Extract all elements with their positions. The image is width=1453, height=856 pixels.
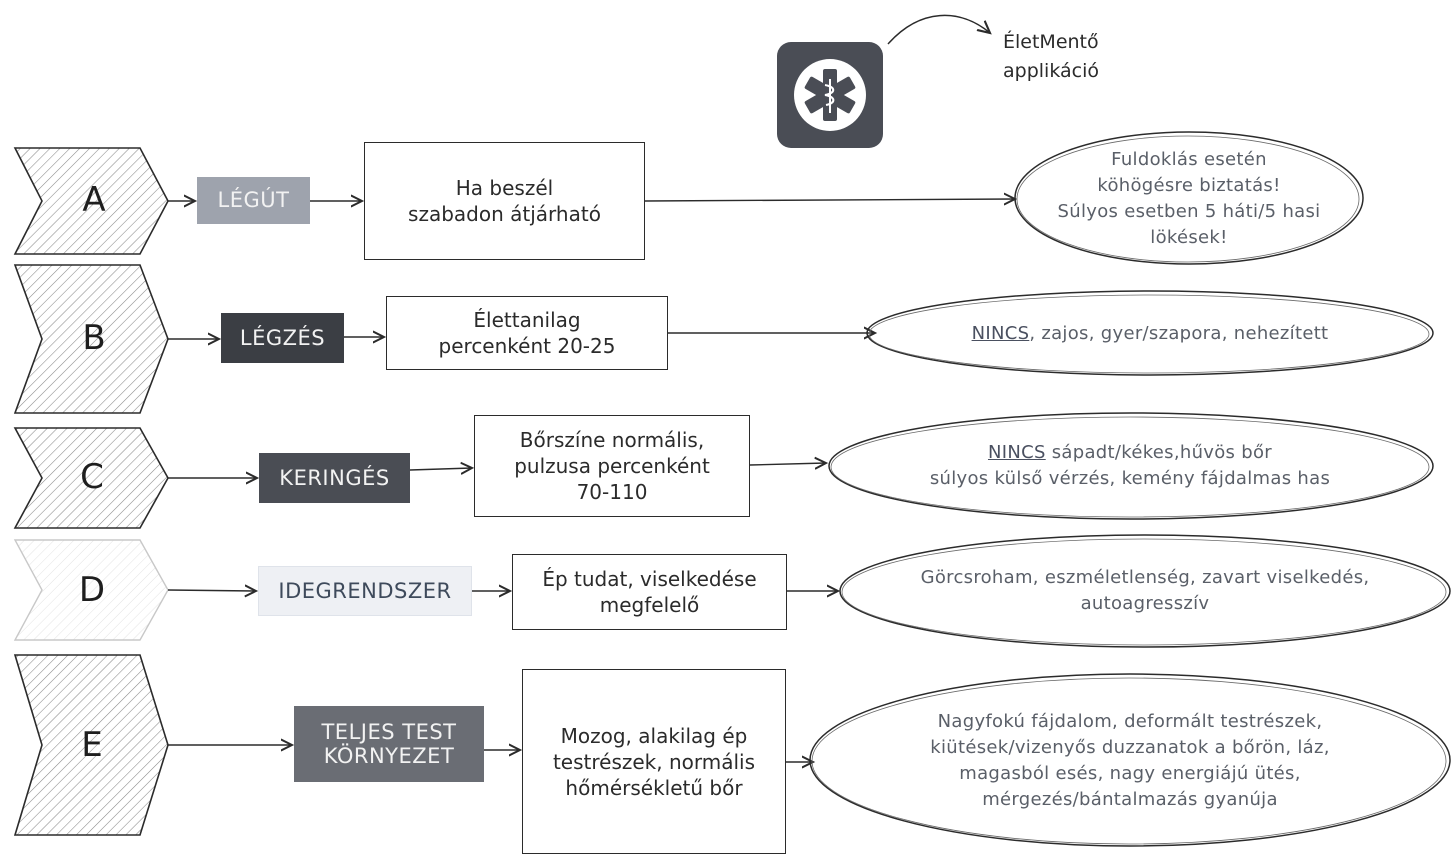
chevron-a [13,147,169,255]
row-a-box: Ha beszél szabadon átjárható [364,142,645,260]
row-e-outcome-text: Nagyfokú fájdalom, deformált testrészek,… [930,710,1330,811]
app-label: ÉletMentő applikáció [1003,28,1153,87]
row-e-tag: TELJES TEST KÖRNYEZET [294,706,484,782]
row-c-outcome-text: sápadt/kékes,hűvös bőr súlyos külső vérz… [929,441,1331,489]
row-a-tag: LÉGÚT [197,177,310,224]
row-d-outcome-text: Görcsroham, eszméletlenség, zavart visel… [920,566,1370,614]
row-b-outcome: NINCS, zajos, gyer/szapora, nehezített [885,313,1415,355]
row-c-box: Bőrszíne normális, pulzusa percenként 70… [474,415,750,517]
app-icon [777,42,883,148]
row-d-tag: IDEGRENDSZER [258,566,472,616]
row-e-box: Mozog, alakilag ép testrészek, normális … [522,669,786,854]
app-label-line2: applikáció [1003,60,1099,83]
outcome-ellipse-e [809,673,1451,847]
connector [644,199,1015,201]
row-b-outcome-prefix: NINCS [971,322,1030,344]
row-d-box: Ép tudat, viselkedése megfelelő [512,554,787,630]
row-a-letter: A [82,180,106,220]
outcome-ellipse-d [839,534,1451,648]
row-c-letter: C [80,457,104,497]
row-b-box: Élettanilag percenként 20-25 [386,296,668,370]
app-pointer-arrow [887,14,990,45]
app-label-line1: ÉletMentő [1003,31,1099,53]
connector [409,468,472,470]
chevron-b [13,264,169,414]
outcome-ellipse-b [866,290,1434,376]
row-d-letter: D [78,570,106,610]
chevron-e [13,654,169,836]
row-e-letter: E [81,725,103,765]
chevron-d [13,539,169,641]
outcome-ellipse-a [1014,131,1364,265]
row-c-outcome-prefix: NINCS [987,441,1046,463]
row-d-outcome: Görcsroham, eszméletlenség, zavart visel… [855,558,1435,624]
row-a-outcome: Fuldoklás esetén köhögésre biztatás! Súl… [1030,140,1348,258]
connector [749,463,826,465]
star-of-life-icon [794,59,866,131]
row-b-outcome-text: , zajos, gyer/szapora, nehezített [1029,322,1329,344]
row-a-outcome-text: Fuldoklás esetén köhögésre biztatás! Súl… [1057,148,1321,249]
row-b-tag: LÉGZÉS [221,313,344,363]
outcome-ellipse-c [828,412,1434,520]
row-e-outcome: Nagyfokú fájdalom, deformált testrészek,… [840,694,1420,828]
row-b-letter: B [82,318,106,358]
connector [167,590,256,591]
row-c-tag: KERINGÉS [259,453,410,503]
row-c-outcome: NINCS sápadt/kékes,hűvös bőr súlyos küls… [860,432,1400,500]
chevron-c [13,427,169,529]
